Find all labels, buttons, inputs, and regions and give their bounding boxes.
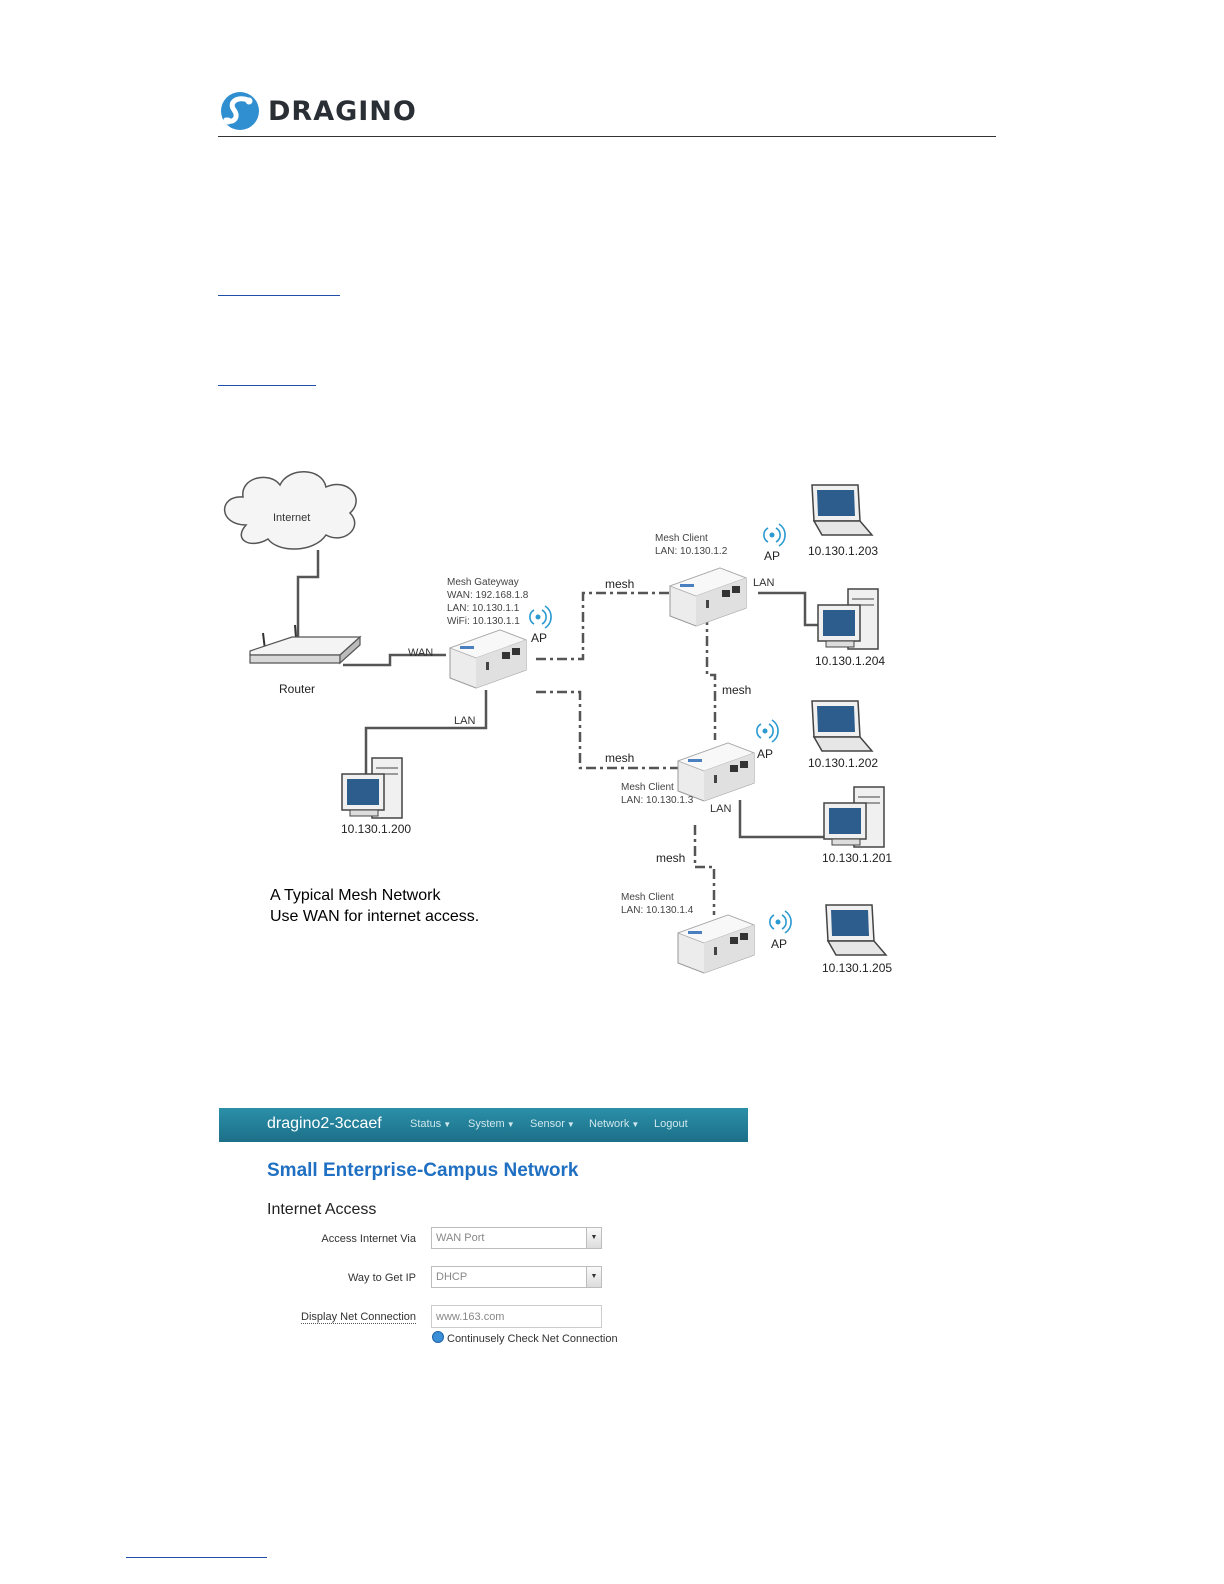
- top-nav-bar: dragino2-3ccaef Status▼ System▼ Sensor▼ …: [219, 1108, 748, 1142]
- menu-logout[interactable]: Logout: [654, 1118, 688, 1130]
- menu-status[interactable]: Status▼: [410, 1118, 452, 1130]
- way-to-get-ip-select[interactable]: DHCP ▼: [431, 1266, 602, 1288]
- way-to-get-ip-label: Way to Get IP: [347, 1272, 416, 1284]
- desktop-pc-icon: [817, 588, 879, 650]
- menu-sensor[interactable]: Sensor▼: [530, 1118, 575, 1130]
- host-label: 10.130.1.204: [815, 654, 885, 668]
- caret-down-icon: ▼: [506, 1120, 515, 1129]
- client3-ap-label: AP: [771, 937, 787, 951]
- link-underline: [218, 295, 340, 296]
- internet-cloud-icon: [223, 471, 357, 550]
- gateway-wan: WAN: 192.168.1.8: [447, 590, 529, 601]
- mesh-gateway-device-icon: [449, 629, 527, 689]
- caret-down-icon: ▼: [631, 1120, 640, 1129]
- gateway-ap-label: AP: [531, 631, 547, 645]
- desktop-pc-icon: [823, 786, 885, 848]
- host-label: 10.130.1.203: [808, 544, 878, 558]
- gateway-title: Mesh Gateyway: [447, 577, 519, 588]
- laptop-icon: [825, 904, 887, 956]
- header-divider: [218, 136, 996, 137]
- web-ui-screenshot: dragino2-3ccaef Status▼ System▼ Sensor▼ …: [219, 1108, 748, 1358]
- internet-label: Internet: [273, 512, 310, 524]
- laptop-icon: [811, 484, 873, 536]
- diagram-caption-line: A Typical Mesh Network: [270, 887, 441, 904]
- page-title: Small Enterprise-Campus Network: [267, 1160, 579, 1181]
- mesh-client-device-icon: [677, 742, 755, 802]
- client3-lan: LAN: 10.130.1.4: [621, 905, 694, 916]
- host-label: 10.130.1.202: [808, 756, 878, 770]
- access-internet-select[interactable]: WAN Port ▼: [431, 1227, 602, 1249]
- mesh-label: mesh: [605, 751, 634, 765]
- wifi-icon: [769, 910, 792, 934]
- client2-ap-label: AP: [757, 747, 773, 761]
- client1-title: Mesh Client: [655, 533, 708, 544]
- caret-down-icon: ▼: [443, 1120, 452, 1129]
- mesh-client-device-icon: [669, 567, 747, 627]
- mesh-network-diagram: Internet Router WAN Mesh Gateyway WAN: 1…: [223, 471, 892, 975]
- client2-lan: LAN: 10.130.1.3: [621, 795, 694, 806]
- footer-link-underline: [126, 1557, 267, 1558]
- host-label: 10.130.1.205: [822, 961, 892, 975]
- brand-name: DRAGINO: [268, 96, 417, 127]
- mesh-label: mesh: [605, 577, 634, 591]
- wifi-icon: [529, 605, 552, 629]
- client3-title: Mesh Client: [621, 892, 674, 903]
- client2-title: Mesh Client: [621, 782, 674, 793]
- mesh-label: mesh: [656, 851, 685, 865]
- section-heading: Internet Access: [267, 1201, 377, 1218]
- display-net-connection-label: Display Net Connection: [301, 1311, 416, 1324]
- router-icon: [249, 636, 361, 664]
- host-label: 10.130.1.201: [822, 851, 892, 865]
- client1-lan: LAN: 10.130.1.2: [655, 546, 728, 557]
- access-internet-label: Access Internet Via: [321, 1233, 416, 1245]
- menu-network[interactable]: Network▼: [589, 1118, 640, 1130]
- mesh-label: mesh: [722, 683, 751, 697]
- gateway-wifi: WiFi: 10.130.1.1: [447, 616, 520, 627]
- client2-lan-label: LAN: [710, 803, 731, 815]
- info-icon: [432, 1331, 444, 1343]
- link-underline: [218, 385, 316, 386]
- hint-text: Continusely Check Net Connection: [432, 1331, 618, 1345]
- dragino-logo-icon: [221, 92, 259, 130]
- mesh-client-device-icon: [677, 914, 755, 974]
- caret-down-icon: ▼: [566, 1120, 575, 1129]
- gateway-lan: LAN: 10.130.1.1: [447, 603, 520, 614]
- net-connection-input[interactable]: [431, 1305, 602, 1328]
- desktop-pc-icon: [341, 757, 403, 819]
- laptop-icon: [811, 700, 873, 752]
- diagram-caption-line: Use WAN for internet access.: [270, 908, 479, 925]
- gateway-lan-label: LAN: [454, 715, 475, 727]
- wan-label: WAN: [408, 647, 433, 659]
- chevron-down-icon[interactable]: ▼: [586, 1228, 601, 1248]
- client1-lan-label: LAN: [753, 577, 774, 589]
- client1-ap-label: AP: [764, 549, 780, 563]
- wifi-icon: [763, 523, 786, 547]
- hostname[interactable]: dragino2-3ccaef: [267, 1115, 382, 1132]
- host-label: 10.130.1.200: [341, 822, 411, 836]
- wifi-icon: [756, 719, 779, 743]
- menu-system[interactable]: System▼: [468, 1118, 515, 1130]
- router-label: Router: [279, 682, 315, 696]
- chevron-down-icon[interactable]: ▼: [586, 1267, 601, 1287]
